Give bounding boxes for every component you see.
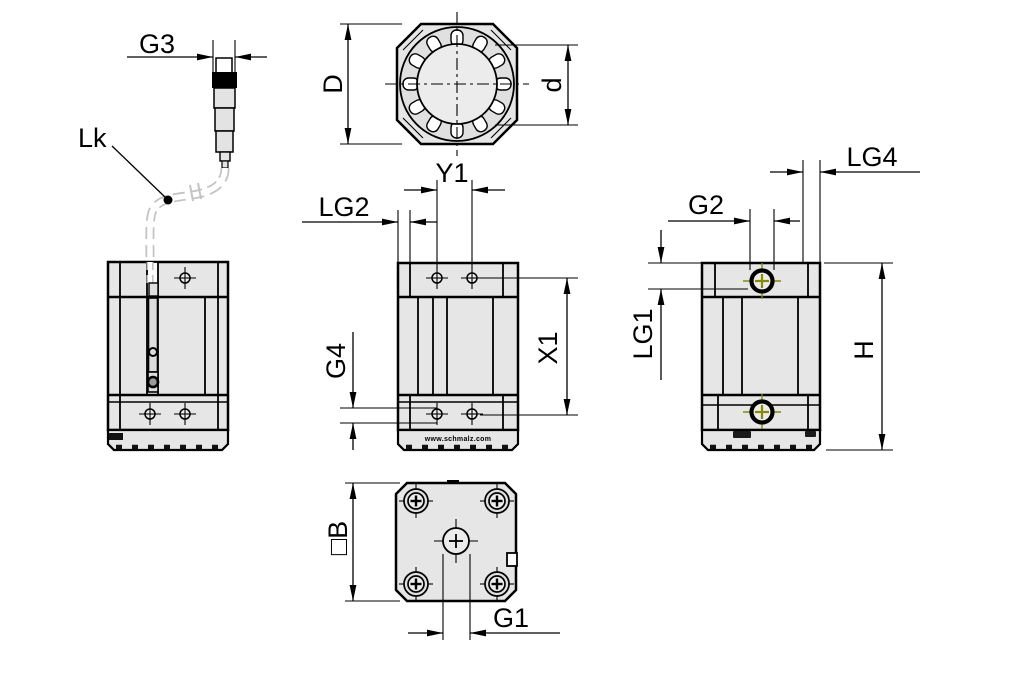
sensor-cable <box>145 167 230 264</box>
sensor-connector <box>212 57 237 169</box>
label-h: H <box>849 340 879 360</box>
top-view: D d <box>318 12 578 156</box>
watermark-text: www.schmalz.com <box>424 436 491 443</box>
dimension-g1: G1 <box>408 554 560 640</box>
dimension-lg4: LG4 <box>770 142 920 263</box>
dimension-y1: Y1 <box>404 158 505 268</box>
foam-mark <box>109 433 123 440</box>
sensor-clamp <box>146 375 160 389</box>
callout-lk: Lk <box>78 123 173 205</box>
edge-notch <box>506 552 518 567</box>
dimension-d: d <box>495 44 578 126</box>
label-D: D <box>318 74 348 94</box>
leader-dot <box>163 195 173 205</box>
front-view: www.schmalz.com Y1 LG2 G4 X1 <box>302 158 578 452</box>
right-body <box>700 263 822 452</box>
dimension-lg1: LG1 <box>628 230 748 380</box>
sensor-body <box>147 297 159 373</box>
foam-mark <box>805 431 816 437</box>
label-square-b: □B <box>323 521 353 555</box>
label-x1: X1 <box>533 331 563 364</box>
plate-tab <box>447 480 459 484</box>
side-body <box>106 260 230 452</box>
label-g1: G1 <box>493 603 529 633</box>
front-body: www.schmalz.com <box>396 261 520 452</box>
dimension-square-b: □B <box>323 482 400 602</box>
sensor-gland <box>148 282 159 297</box>
label-y1: Y1 <box>435 158 468 188</box>
label-g2: G2 <box>688 190 724 220</box>
connector-nut <box>212 72 237 88</box>
label-lg1: LG1 <box>628 308 658 359</box>
label-g3: G3 <box>139 29 175 59</box>
foam-mark <box>733 431 751 438</box>
dimension-g2: G2 <box>668 190 800 270</box>
label-lk: Lk <box>78 123 107 153</box>
center-port <box>434 519 478 563</box>
label-lg4: LG4 <box>846 142 897 172</box>
bottom-view: □B G1 <box>323 480 560 640</box>
dimension-g3: G3 <box>127 29 267 74</box>
dimension-D: D <box>318 23 402 145</box>
right-side-view: LG4 G2 LG1 H <box>628 142 920 452</box>
label-g4: G4 <box>321 343 351 379</box>
dimension-h: H <box>824 262 893 451</box>
sensor-led <box>148 347 158 357</box>
dimension-lg2: LG2 <box>302 192 437 262</box>
dimension-g4: G4 <box>321 332 437 450</box>
label-d: d <box>537 77 567 92</box>
side-view-with-sensor: G3 Lk <box>78 29 267 452</box>
label-lg2: LG2 <box>318 192 369 222</box>
dimension-x1: X1 <box>480 277 578 416</box>
